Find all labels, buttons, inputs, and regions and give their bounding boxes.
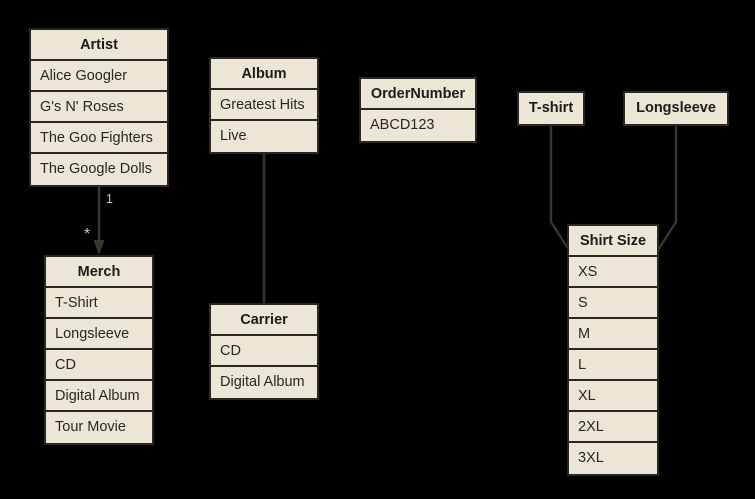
entity-shirt-size-row-3[interactable]: M <box>569 319 657 350</box>
edge-longsleeve-shirtsize <box>656 120 678 251</box>
entity-shirt-size-row-5[interactable]: XL <box>569 381 657 412</box>
entity-album[interactable]: Album Greatest Hits Live <box>209 57 319 154</box>
entity-album-header: Album <box>211 59 317 90</box>
entity-merch-row-2[interactable]: Longsleeve <box>46 319 152 350</box>
entity-merch-row-5[interactable]: Tour Movie <box>46 412 152 443</box>
entity-artist-row-4[interactable]: The Google Dolls <box>31 154 167 185</box>
entity-order-number[interactable]: OrderNumber ABCD123 <box>359 77 477 143</box>
entity-shirt-size-row-6[interactable]: 2XL <box>569 412 657 443</box>
entity-album-row-2[interactable]: Live <box>211 121 317 152</box>
entity-shirt-size-header: Shirt Size <box>569 226 657 257</box>
entity-merch-row-1[interactable]: T-Shirt <box>46 288 152 319</box>
edge-artist-merch-arrowhead <box>93 240 105 255</box>
entity-merch-header: Merch <box>46 257 152 288</box>
entity-shirt-size[interactable]: Shirt Size XS S M L XL 2XL 3XL <box>567 224 659 476</box>
entity-album-row-1[interactable]: Greatest Hits <box>211 90 317 121</box>
entity-longsleeve[interactable]: Longsleeve <box>623 91 729 126</box>
entity-carrier-row-2[interactable]: Digital Album <box>211 367 317 398</box>
entity-shirt-size-row-1[interactable]: XS <box>569 257 657 288</box>
entity-artist-row-3[interactable]: The Goo Fighters <box>31 123 167 154</box>
entity-order-number-row-1[interactable]: ABCD123 <box>361 110 475 141</box>
entity-artist-row-1[interactable]: Alice Googler <box>31 61 167 92</box>
entity-artist[interactable]: Artist Alice Googler G's N' Roses The Go… <box>29 28 169 187</box>
entity-carrier[interactable]: Carrier CD Digital Album <box>209 303 319 400</box>
entity-order-number-header: OrderNumber <box>361 79 475 110</box>
entity-shirt-size-row-4[interactable]: L <box>569 350 657 381</box>
edge-label-one: 1 <box>106 192 113 206</box>
entity-carrier-row-1[interactable]: CD <box>211 336 317 367</box>
entity-tshirt[interactable]: T-shirt <box>517 91 585 126</box>
entity-shirt-size-row-7[interactable]: 3XL <box>569 443 657 474</box>
entity-tshirt-header: T-shirt <box>519 93 583 124</box>
entity-merch-row-4[interactable]: Digital Album <box>46 381 152 412</box>
entity-shirt-size-row-2[interactable]: S <box>569 288 657 319</box>
entity-merch[interactable]: Merch T-Shirt Longsleeve CD Digital Albu… <box>44 255 154 445</box>
entity-artist-header: Artist <box>31 30 167 61</box>
entity-carrier-header: Carrier <box>211 305 317 336</box>
entity-longsleeve-header: Longsleeve <box>625 93 727 124</box>
edge-label-many: * <box>84 226 91 243</box>
entity-artist-row-2[interactable]: G's N' Roses <box>31 92 167 123</box>
entity-merch-row-3[interactable]: CD <box>46 350 152 381</box>
